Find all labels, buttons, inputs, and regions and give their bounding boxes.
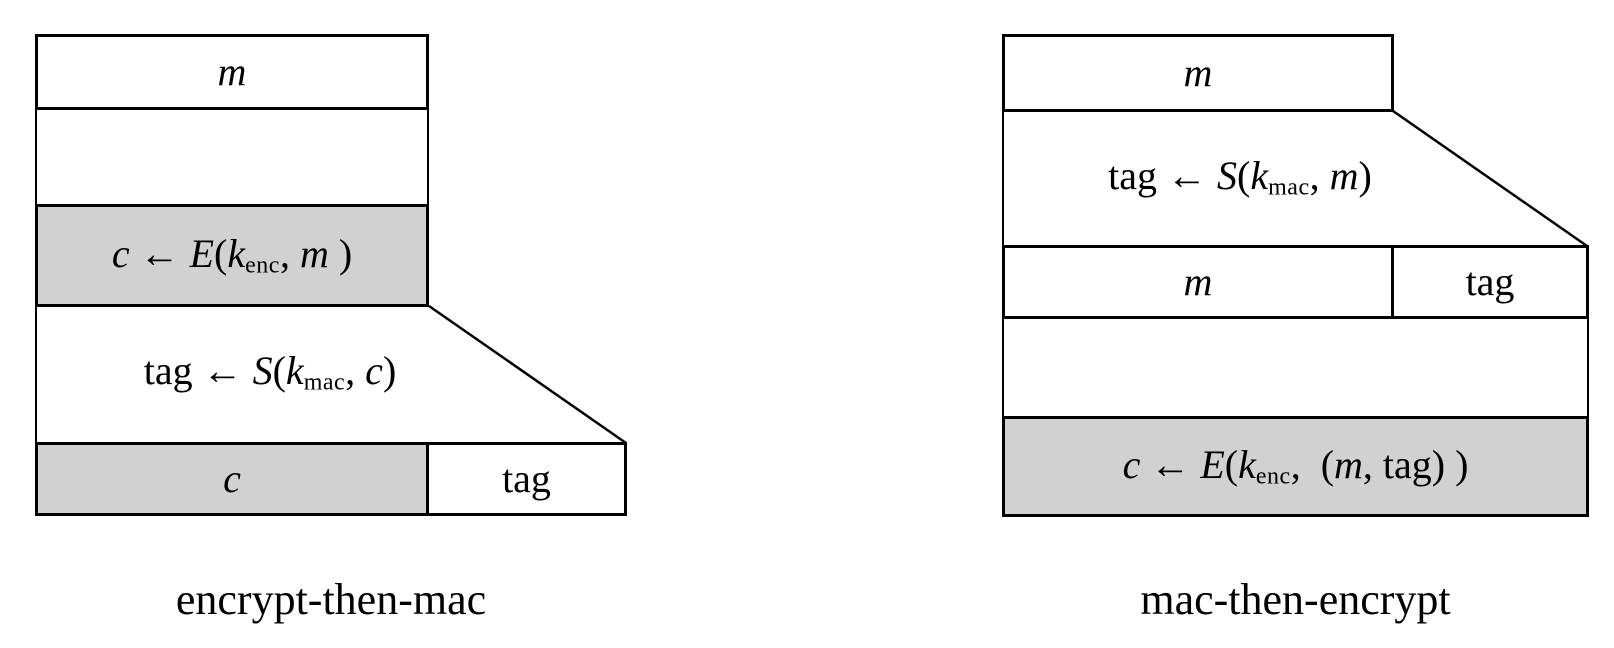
- etm-output-tag-label: tag: [502, 456, 551, 501]
- mte-message-label: m: [1183, 50, 1213, 95]
- mte-encrypt-formula: c ← E(kenc, (m, tag) ): [1122, 441, 1469, 490]
- etm-tag-step: tag ← S(kmac, c): [60, 340, 480, 406]
- etm-output-cipher-label: c: [223, 456, 241, 501]
- mte-tag-formula: tag ← S(kmac, m): [1108, 153, 1372, 201]
- etm-gap-region: [35, 110, 429, 205]
- mte-row-message-cell: m: [1002, 245, 1394, 319]
- etm-caption: encrypt-then-mac: [175, 575, 487, 624]
- mte-row-tag-cell: tag: [1391, 245, 1589, 319]
- etm-message-label: m: [217, 49, 247, 94]
- etm-message-box: m: [35, 34, 429, 110]
- etm-output-cipher-cell: c: [35, 442, 429, 516]
- mte-tag-region-left-border: [1002, 112, 1004, 245]
- etm-tag-formula: tag ← S(kmac, c): [143, 348, 397, 396]
- mte-tag-step: tag ← S(kmac, m): [1020, 145, 1460, 211]
- mte-row-message-label: m: [1183, 259, 1213, 304]
- mte-gap-region: [1002, 319, 1589, 416]
- mte-row-tag-label: tag: [1465, 259, 1515, 304]
- etm-encrypt-formula: c ← E(kenc, m ): [111, 230, 353, 279]
- etm-encrypt-step-box: c ← E(kenc, m ): [35, 204, 429, 307]
- mte-message-box: m: [1002, 34, 1394, 112]
- mte-caption: mac-then-encrypt: [1140, 575, 1451, 624]
- etm-tag-region-left-border: [35, 307, 37, 442]
- etm-output-tag-cell: tag: [426, 442, 627, 516]
- mte-encrypt-step-box: c ← E(kenc, (m, tag) ): [1002, 416, 1589, 517]
